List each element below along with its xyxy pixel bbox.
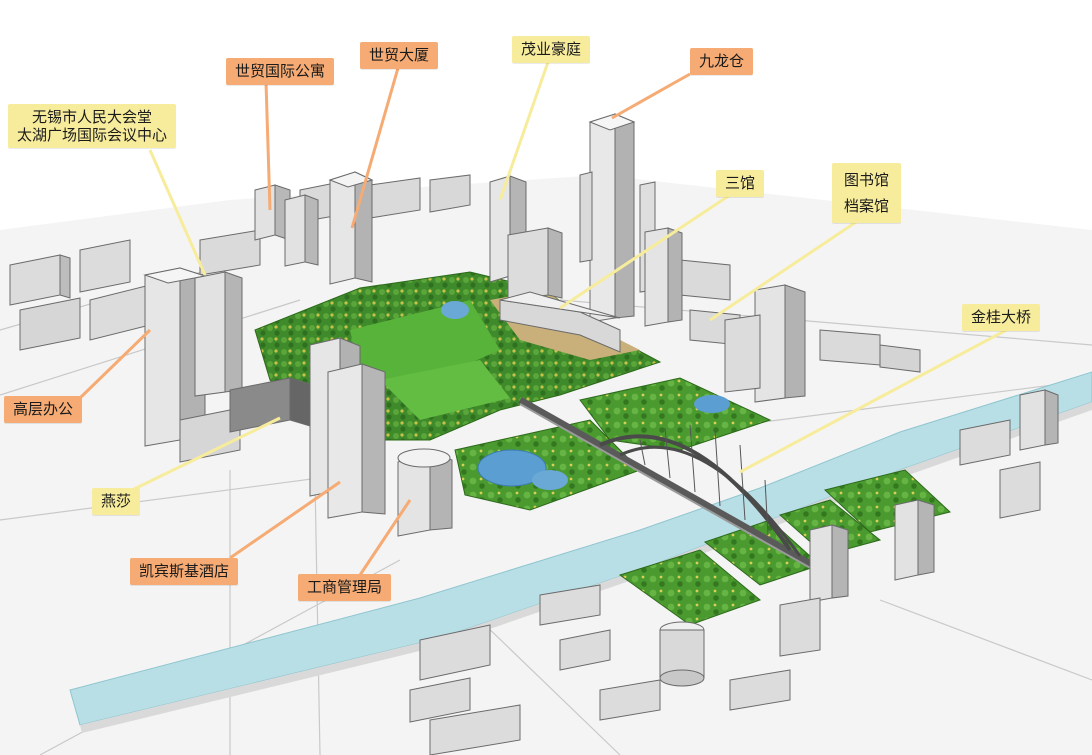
label-people-hall: 无锡市人民大会堂 太湖广场国际会议中心	[8, 104, 177, 148]
label-shimao-apartment: 世贸国际公寓	[226, 58, 335, 85]
jingui-bridge	[518, 396, 832, 580]
label-icb-bureau: 工商管理局	[298, 574, 392, 601]
lake-2	[532, 470, 568, 490]
lake	[477, 449, 547, 487]
label-library: 图书馆	[844, 171, 890, 189]
park-pond	[441, 301, 469, 319]
label-yansha: 燕莎	[92, 488, 141, 515]
label-people-hall-line2: 太湖广场国际会议中心	[17, 126, 168, 144]
label-kempinski: 凯宾斯基酒店	[130, 558, 239, 585]
pond-east	[694, 395, 730, 413]
label-library-archives: 图书馆 档案馆	[832, 163, 902, 223]
label-three-halls: 三馆	[716, 170, 765, 197]
buildings	[9, 113, 1059, 755]
park-block-east	[579, 377, 772, 451]
label-highrise-office: 高层办公	[4, 396, 83, 423]
label-shimao-building: 世贸大厦	[360, 42, 439, 69]
label-archives: 档案馆	[844, 197, 890, 215]
label-maoye-court: 茂业豪庭	[512, 36, 591, 63]
label-jingui-bridge: 金桂大桥	[962, 304, 1041, 331]
label-people-hall-line1: 无锡市人民大会堂	[32, 108, 153, 126]
park-block-se1	[618, 549, 761, 626]
leader-lines	[78, 61, 1011, 579]
park-lawn-2	[380, 360, 510, 420]
label-kowloon-cang: 九龙仓	[690, 48, 754, 75]
